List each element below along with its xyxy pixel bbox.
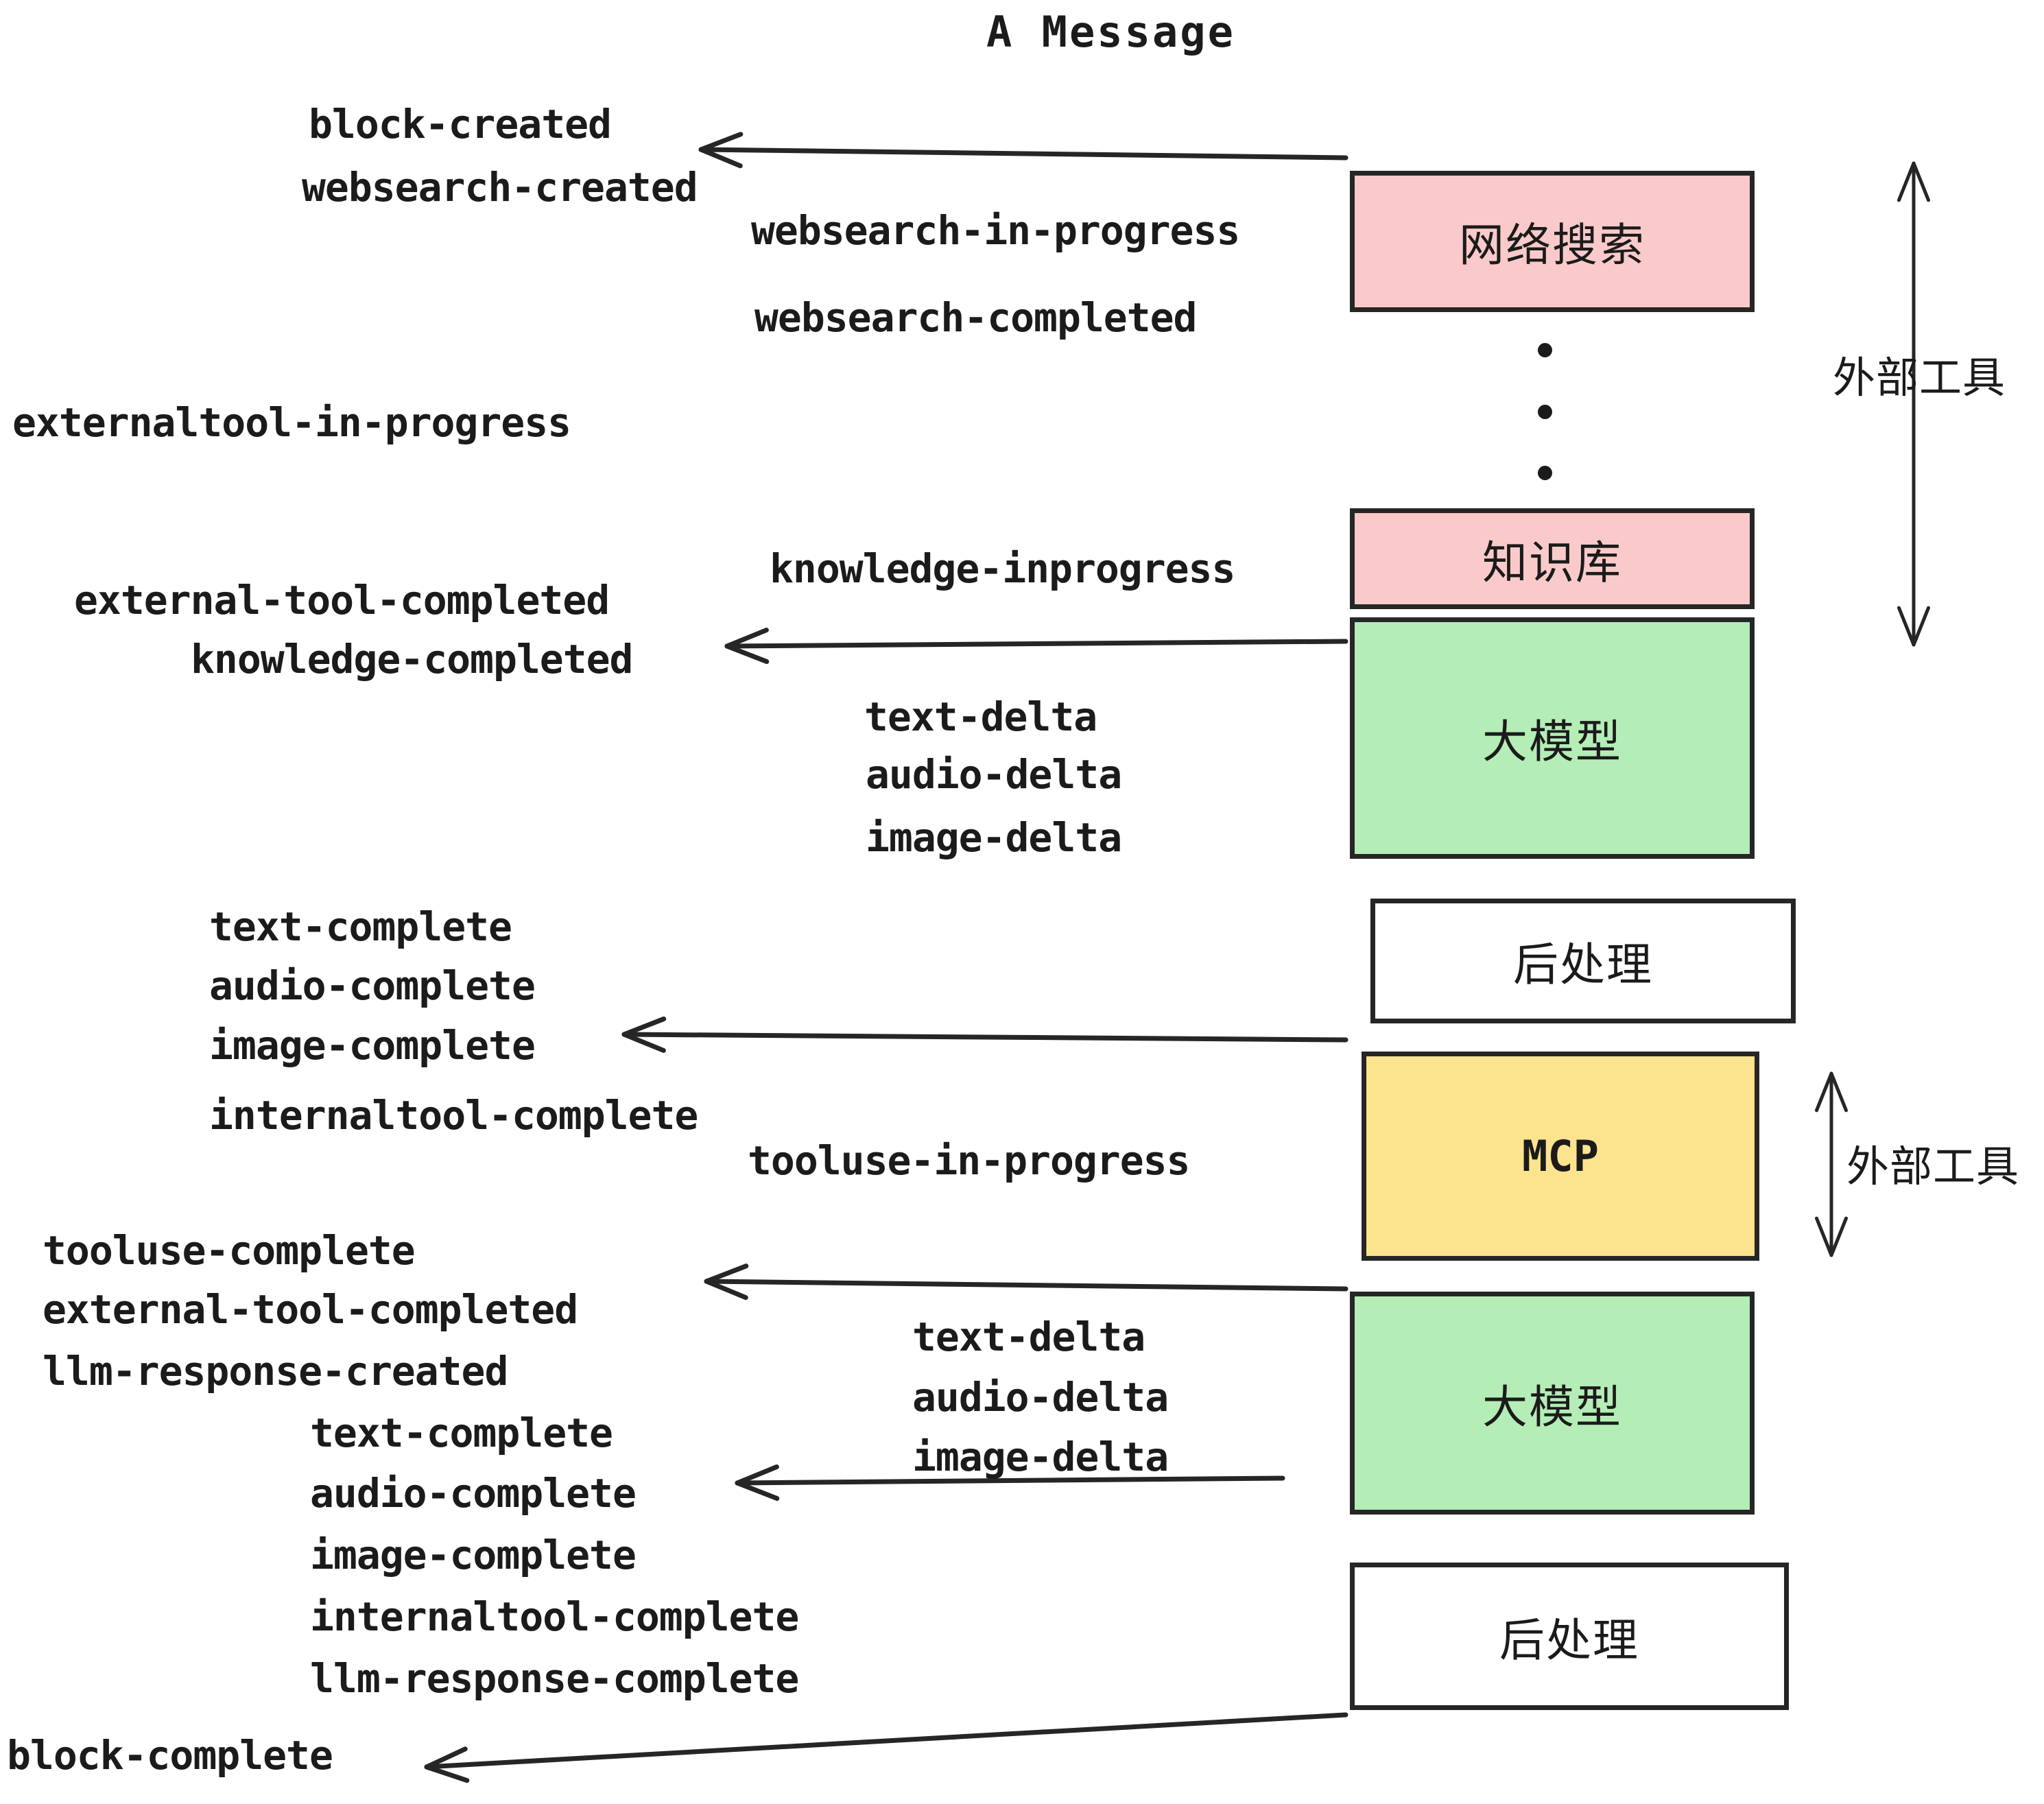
arrow-tooluse-complete <box>704 1263 1348 1301</box>
event-label-text-complete-2: text-complete <box>310 1410 613 1456</box>
event-label-image-complete-1: image-complete <box>209 1022 536 1069</box>
event-label-internaltool-complete-2: internaltool-complete <box>310 1593 799 1640</box>
event-label-image-delta-1: image-delta <box>866 814 1122 861</box>
event-label-text-complete-1: text-complete <box>209 903 512 950</box>
node-knowledge: 知识库 <box>1350 508 1755 609</box>
node-mcp: MCP <box>1362 1052 1759 1261</box>
ellipsis-dot <box>1538 466 1552 480</box>
node-websearch: 网络搜索 <box>1350 171 1755 312</box>
event-label-internaltool-complete-1: internaltool-complete <box>209 1092 698 1139</box>
event-label-audio-delta-2: audio-delta <box>912 1374 1169 1421</box>
event-label-audio-complete-2: audio-complete <box>310 1470 637 1517</box>
page-title: A Message <box>986 7 1235 57</box>
event-label-websearch-completed: websearch-completed <box>754 294 1197 341</box>
event-label-websearch-created: websearch-created <box>302 164 698 211</box>
event-label-image-complete-2: image-complete <box>310 1532 637 1578</box>
event-label-image-delta-2: image-delta <box>912 1434 1169 1480</box>
event-label-text-delta-1: text-delta <box>864 693 1097 740</box>
arrow-block-complete <box>424 1712 1348 1783</box>
side-label-external-tool-bottom: 外部工具 <box>1846 1141 2020 1191</box>
vertical-ellipsis <box>1538 343 1552 480</box>
arrow-block-created <box>698 132 1348 169</box>
external-tool-range-bottom <box>1814 1071 1849 1257</box>
event-label-audio-complete-1: audio-complete <box>209 962 536 1009</box>
arrow-image-complete <box>621 1016 1348 1053</box>
event-label-tooluse-complete: tooluse-complete <box>43 1227 416 1274</box>
event-label-llm-response-created: llm-response-created <box>43 1348 508 1394</box>
arrow-knowledge-done <box>724 628 1348 665</box>
event-label-knowledge-completed: knowledge-completed <box>191 636 633 683</box>
event-label-text-delta-2: text-delta <box>912 1314 1145 1360</box>
node-llm-2: 大模型 <box>1350 1292 1755 1515</box>
side-label-external-tool-top: 外部工具 <box>1833 353 2006 403</box>
event-label-llm-response-complete: llm-response-complete <box>310 1655 799 1702</box>
event-label-websearch-in-progress: websearch-in-progress <box>751 207 1240 254</box>
event-label-knowledge-inprogress: knowledge-inprogress <box>770 545 1235 592</box>
node-postproc-2: 后处理 <box>1350 1563 1789 1710</box>
event-label-block-complete: block-complete <box>7 1732 333 1779</box>
ellipsis-dot <box>1538 404 1552 419</box>
node-llm-1: 大模型 <box>1350 617 1755 859</box>
ellipsis-dot <box>1538 343 1552 357</box>
event-label-externaltool-in-progress: externaltool-in-progress <box>12 399 571 446</box>
event-label-audio-delta-1: audio-delta <box>866 751 1122 798</box>
event-label-external-tool-completed-2: external-tool-completed <box>43 1286 578 1333</box>
event-label-block-created: block-created <box>309 101 612 147</box>
event-label-tooluse-in-progress: tooluse-in-progress <box>748 1137 1190 1184</box>
event-label-external-tool-completed-1: external-tool-completed <box>74 577 610 624</box>
node-postproc-1: 后处理 <box>1370 899 1796 1023</box>
